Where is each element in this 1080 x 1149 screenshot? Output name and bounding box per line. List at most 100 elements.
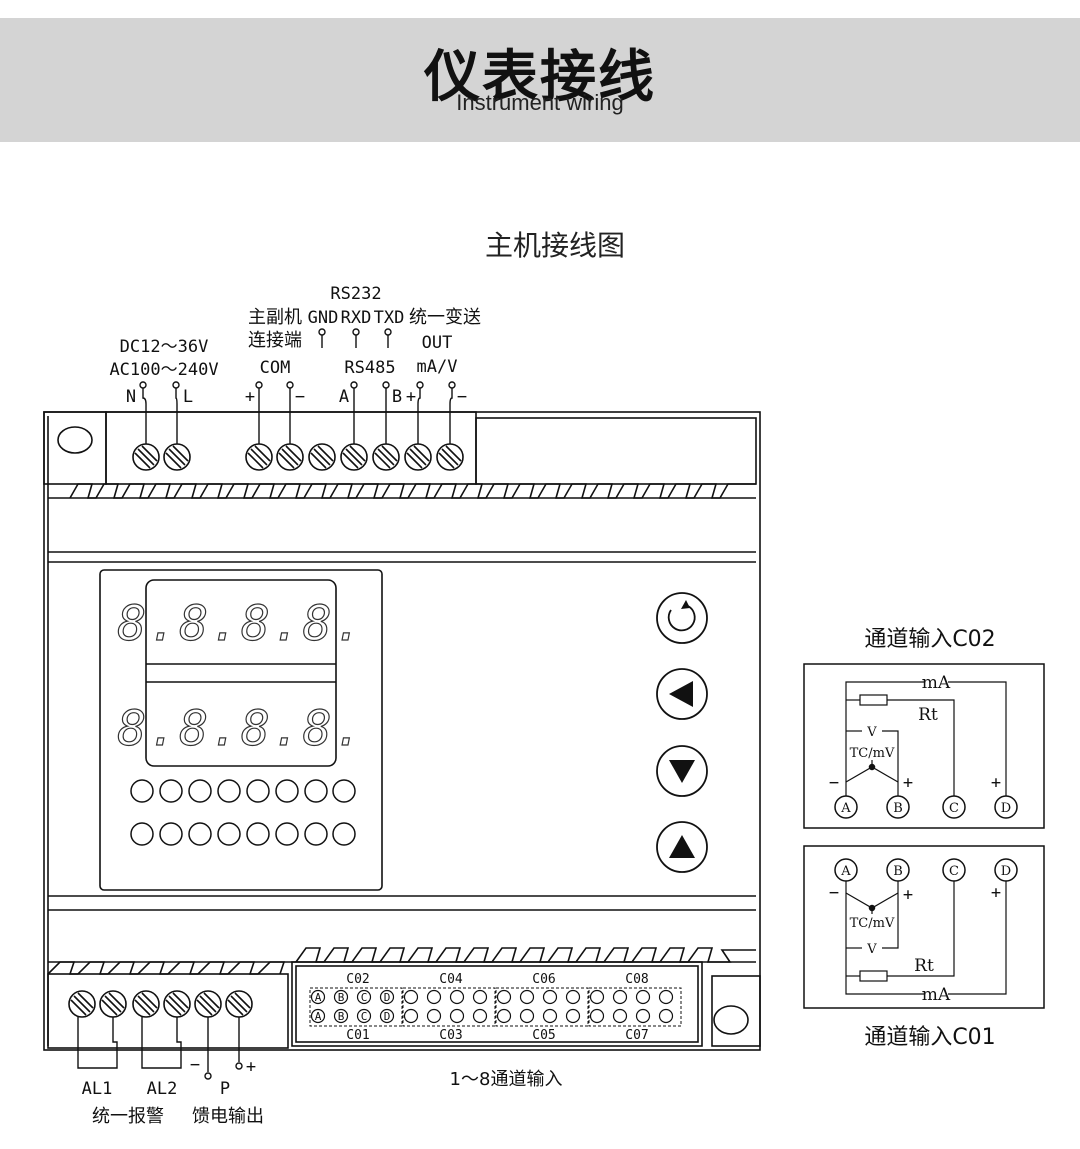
c02-ma-label: mA [922,673,951,693]
panel-c01 [803,845,1045,1009]
feed-pin-label: P [220,1079,230,1099]
channel-terminal-letter: C [361,991,368,1004]
led [188,779,212,803]
out-label-line3: mA/V [417,357,458,377]
txd-label: TXD [374,308,405,328]
c02-plus-label-b: + [903,773,913,793]
channel-terminal [403,989,419,1005]
led-row-2 [130,822,356,846]
channel-terminal [542,989,558,1005]
channel-terminal [612,1008,628,1024]
channel-terminal [542,1008,558,1024]
c02-pin-a: A [840,801,851,816]
mounting-hole-right [713,1005,749,1035]
pin-a-label: A [339,387,349,407]
top-terminal-block [105,411,477,485]
com-label-line1: 主副机 [248,307,302,328]
up-key[interactable] [656,821,708,873]
c01-minus-label: − [829,883,839,903]
channel-terminal [635,989,651,1005]
mounting-hole-left [57,426,93,454]
channel-terminal [496,989,512,1005]
com-minus-label: − [295,387,305,407]
rotate-icon [667,605,696,632]
c02-pin-d: D [1001,801,1011,816]
channel-terminal [658,989,674,1005]
channel-terminal [589,1008,605,1024]
rs232-label: RS232 [330,284,381,304]
channel-terminal-letter: A [315,991,322,1004]
channel-terminal [310,1008,326,1024]
led [332,779,356,803]
mounting-tab-right [711,975,761,1047]
channel-terminal [519,1008,535,1024]
c01-ma-label: mA [922,985,951,1005]
led [275,822,299,846]
led [217,779,241,803]
channel-terminal [426,989,442,1005]
top-screws [132,443,464,471]
com-label: COM [260,358,291,378]
channel-terminal-block [291,961,703,1047]
channel-terminal [472,1008,488,1024]
screw-al1-b [99,990,127,1018]
channel-terminal [519,989,535,1005]
left-key[interactable] [656,668,708,720]
al1-label: AL1 [82,1079,113,1099]
led [246,822,270,846]
alarm-label: 统一报警 [92,1106,164,1127]
c02-rt-label: Rt [918,705,938,725]
c01-rt-label: Rt [914,956,934,976]
channel-terminal-letter: D [384,991,391,1004]
feed-plus-label: + [246,1057,256,1077]
down-key[interactable] [656,745,708,797]
bottom-serration-right [295,947,756,963]
led [130,779,154,803]
top-leads [139,328,456,444]
screw-out-minus [436,443,464,471]
led-row-1 [130,779,356,803]
channel-terminal [426,1008,442,1024]
channel-terminal [379,1008,395,1024]
channel-top-c02: C02 [346,972,369,987]
channel-terminal [589,989,605,1005]
screw-com-minus [276,443,304,471]
rotate-key[interactable] [656,592,708,644]
feed-minus-label: − [190,1055,200,1075]
out-plus-label: + [406,387,416,407]
out-label-line1: 统一变送 [409,307,481,328]
top-blank-block [475,417,757,485]
led [188,822,212,846]
bottom-screws [68,990,253,1018]
front-panel [99,569,383,891]
panel-c01-title: 通道输入C01 [864,1025,995,1050]
screw-feed-plus [225,990,253,1018]
c01-plus-label-b: + [903,885,913,905]
c02-pin-b: B [893,801,903,816]
channel-terminal [449,989,465,1005]
display-row-2: 8.8.8.8. [117,701,364,757]
led [159,779,183,803]
channel-terminal [612,989,628,1005]
channel-top-c06: C06 [532,972,555,987]
c01-pin-b: B [893,864,903,879]
rxd-label: RXD [341,308,372,328]
gnd-label: GND [308,308,339,328]
led [304,822,328,846]
com-plus-label: + [245,387,255,407]
channel-groups [309,987,682,1027]
channel-bottom-c01: C01 [346,1028,369,1043]
top-serration [69,483,756,499]
power-dc-label: DC12～36V [120,337,209,357]
bottom-terminal-left [47,973,289,1049]
c01-v-label: V [866,942,877,957]
display-window [145,579,337,767]
channel-terminal-letter: A [315,1010,322,1023]
channel-top-c08: C08 [625,972,648,987]
out-label-line2: OUT [422,333,453,353]
channel-terminal-letter: C [361,1010,368,1023]
channel-terminal [496,1008,512,1024]
screw-out-plus [404,443,432,471]
channel-terminal [565,1008,581,1024]
